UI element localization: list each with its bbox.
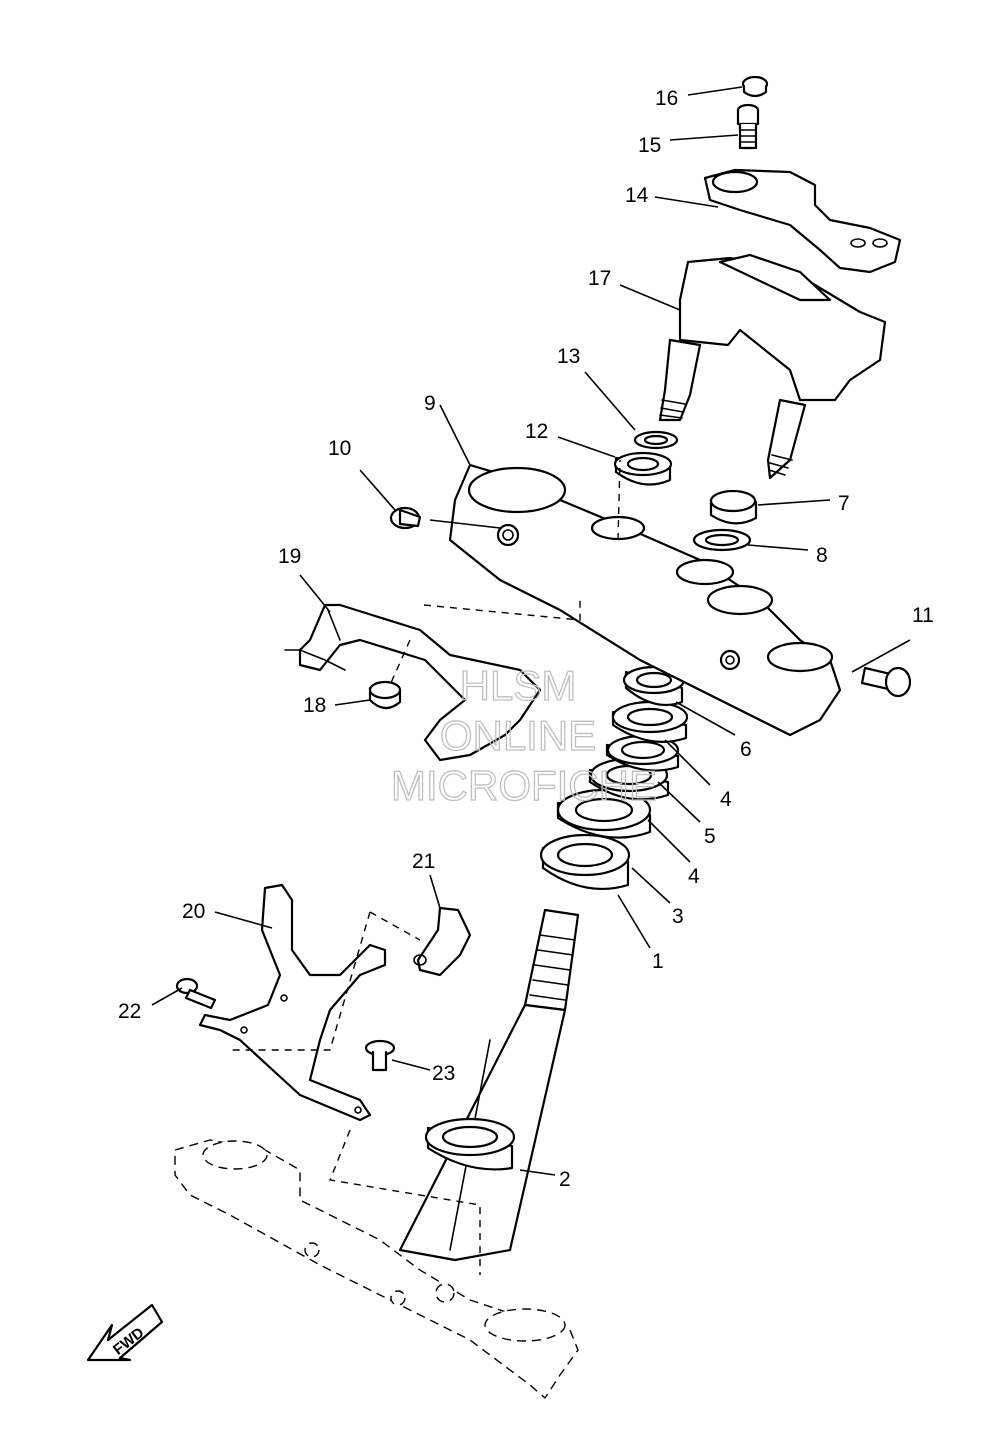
cap-left — [389, 506, 422, 530]
callout-9: 9 — [424, 392, 436, 415]
stem-nut — [709, 489, 758, 525]
callout-labels: 1 2 3 4 5 4 6 7 8 9 10 11 12 13 14 15 16… — [118, 87, 934, 1191]
washer-small — [633, 430, 679, 450]
holder-bolt — [736, 103, 760, 150]
leader-lines — [151, 86, 911, 1176]
pinch-bolt-right — [860, 666, 912, 698]
collar — [613, 451, 673, 486]
guide-nut — [368, 680, 402, 710]
callout-2: 2 — [559, 1168, 571, 1191]
callout-16: 16 — [655, 87, 678, 110]
watermark-line-1: HLSM — [460, 662, 577, 709]
callout-19: 19 — [278, 545, 301, 568]
lower-bearing — [424, 1117, 516, 1171]
callout-6: 6 — [740, 738, 752, 761]
callout-17: 17 — [588, 267, 611, 290]
stem-washer — [692, 528, 752, 552]
cable-guide — [284, 603, 542, 762]
callout-4-lower: 4 — [688, 865, 700, 888]
callout-7: 7 — [838, 492, 850, 515]
callout-4-upper: 4 — [720, 788, 732, 811]
assembly-dashed-lines — [230, 459, 621, 1275]
callout-13: 13 — [557, 345, 580, 368]
callout-10: 10 — [328, 437, 351, 460]
callout-18: 18 — [303, 694, 326, 717]
holder-cap — [741, 75, 769, 98]
sub-bracket — [413, 906, 472, 977]
fwd-arrow-badge: FWD — [86, 1303, 164, 1362]
ring-nut-upper — [611, 700, 689, 743]
upper-bracket — [448, 463, 842, 737]
callout-1: 1 — [652, 950, 664, 973]
callout-14: 14 — [625, 184, 649, 207]
watermark: HLSM ONLINE MICROFICHE — [390, 661, 657, 809]
callout-20: 20 — [182, 900, 205, 923]
callout-8: 8 — [816, 544, 828, 567]
handlebar-holder — [658, 253, 887, 480]
watermark-line-3: MICROFICHE — [391, 762, 657, 809]
callout-11: 11 — [912, 604, 934, 627]
callout-12: 12 — [525, 420, 548, 443]
bracket-bolt-left — [175, 977, 217, 1010]
handlebar-upper-holder — [703, 168, 902, 274]
callout-21: 21 — [412, 850, 435, 873]
watermark-line-2: ONLINE — [440, 712, 596, 759]
bearing-race — [539, 833, 631, 891]
callout-23: 23 — [432, 1062, 455, 1085]
callout-22: 22 — [118, 1000, 141, 1023]
callout-3: 3 — [672, 905, 684, 928]
callout-5: 5 — [704, 825, 716, 848]
meter-bracket — [198, 883, 387, 1122]
lock-washer — [605, 734, 680, 772]
dust-seal — [556, 788, 652, 839]
callout-15: 15 — [638, 134, 661, 157]
bracket-bolt-right — [364, 1039, 396, 1072]
under-bracket-ghost — [174, 1139, 579, 1399]
